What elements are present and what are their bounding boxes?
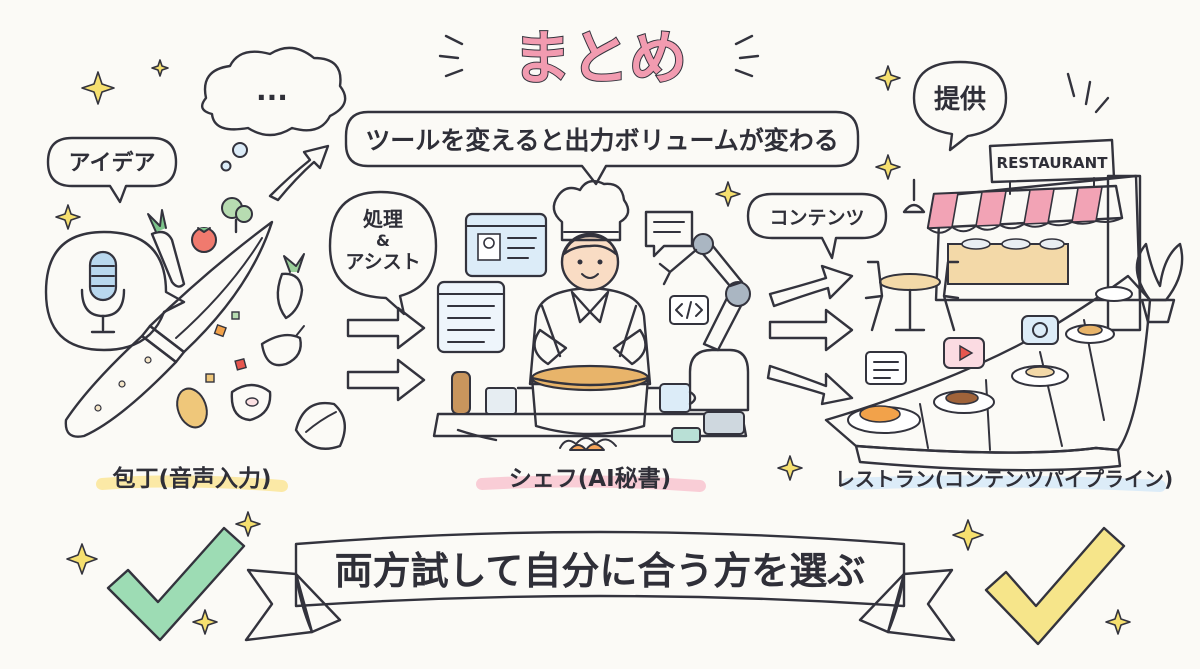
sparkle-icon [192,609,218,635]
thought-dots: ... [256,74,288,107]
process-bubble: 処理 & アシスト [328,190,438,316]
sparkle-icon [235,511,261,537]
arrow-right-icon [768,264,854,308]
radish-icon [276,253,305,320]
article-icon [865,351,907,385]
arrow-right-icon [768,308,854,352]
content-bubble: コンテンツ [746,192,888,260]
sparkle-icon [1105,609,1131,635]
robot-arm-icon [658,233,751,412]
flow-arrows-right [766,264,854,406]
flow-arrows-left [346,306,426,402]
ribbon-banner: 両方試して自分に合う方を選ぶ [244,530,956,642]
sparkle-icon [55,204,81,230]
sparkle-icon [151,59,169,77]
idea-bubble-text: アイデア [69,150,156,176]
arrow-right-icon [346,358,426,402]
title-group: まとめ [438,23,760,93]
restaurant-label: レストラン(コンテンツパイプライン) [835,467,1173,491]
broccoli-icon [221,197,253,234]
restaurant-sign-text: RESTAURANT [997,154,1109,172]
pepper-icon [260,325,305,367]
serve-bubble-text: 提供 [934,85,986,115]
cafe-table [864,260,960,332]
content-bubble-text: コンテンツ [769,207,864,229]
sparkle-decorations [55,59,1131,635]
arrow-right-icon [346,306,426,350]
arrow-right-icon [766,364,854,406]
sparkle-icon [777,455,803,481]
chef-label: シェフ(AI秘書) [509,465,671,492]
chef-character [528,179,652,386]
tomato-icon [191,227,217,253]
document-window-icon [436,280,506,354]
food-plates [847,286,1133,434]
top-speech-bubble: ツールを変えると出力ボリュームが変わる [344,110,860,186]
sparkle-icon [66,543,98,575]
sparkle-icon [875,65,901,91]
vegetable-illustrations [147,197,346,450]
knife-illustration [64,220,274,438]
sparkle-icon [715,181,741,207]
checkmark-icon [984,526,1126,646]
sparkle-icon [952,519,984,551]
profile-window-icon [464,212,548,278]
process-bubble-line-1: 処理 [363,207,403,231]
code-icon [669,295,709,325]
cut-pieces [205,311,247,383]
serve-bubble: 提供 [912,60,1110,152]
knife-label: 包丁(音声入力) [112,465,271,492]
checkmark-icon [106,526,246,642]
microphone-icon [80,250,126,334]
camera-icon [1021,315,1059,345]
meat-icon [230,383,272,422]
thought-cloud: ... [200,46,347,172]
carrot-icon [147,209,186,288]
awning [926,184,1124,234]
banner-text: 両方試して自分に合う方を選ぶ [335,549,866,593]
potato-icon [176,387,208,429]
chef-scene [432,179,751,451]
kitchen-items [451,371,745,443]
process-bubble-line-2: & [376,231,390,250]
cooking-pot-icon [516,364,664,451]
stage-labels: 包丁(音声入力) シェフ(AI秘書) レストラン(コンテンツパイプライン) [96,465,1173,492]
idea-arrow [268,144,330,202]
restaurant-illustration: RESTAURANT [824,138,1184,472]
page-title: まとめ [513,24,687,92]
process-bubble-line-3: アシスト [345,251,420,273]
sparkle-icon [875,154,901,180]
top-bubble-text: ツールを変えると出力ボリュームが変わる [365,126,839,155]
plant-icon [1135,242,1184,324]
video-icon [943,337,985,369]
idea-bubble: アイデア [46,136,178,204]
lettuce-icon [294,401,346,450]
sparkle-icon [81,71,115,105]
chat-icon [644,210,694,258]
microphone-bubble [44,230,186,352]
